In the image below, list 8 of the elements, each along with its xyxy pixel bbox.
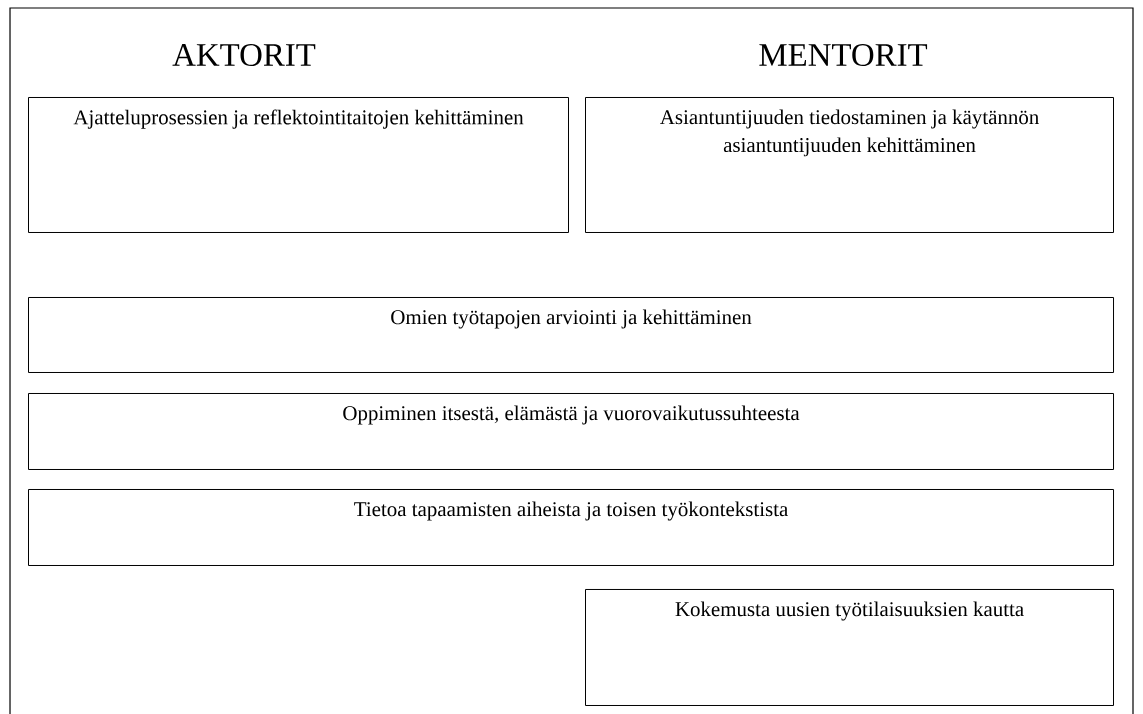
text-box: Omien työtapojen arviointi ja kehittäminen (28, 297, 1114, 373)
text-box: Kokemusta uusien työtilaisuuksien kautta (585, 589, 1114, 706)
column-heading: AKTORIT (172, 43, 316, 67)
text-box: Asiantuntijuuden tiedostaminen ja käytännön asiantuntijuuden kehittäminen (585, 97, 1114, 233)
text-box: Oppiminen itsestä, elämästä ja vuorovaikutussuhteesta (28, 393, 1114, 470)
text-box: Ajatteluprosessien ja reflektointitaitojen kehittäminen (28, 97, 569, 233)
column-heading: MENTORIT (759, 43, 928, 67)
text-box: Tietoa tapaamisten aiheista ja toisen työkontekstista (28, 489, 1114, 566)
